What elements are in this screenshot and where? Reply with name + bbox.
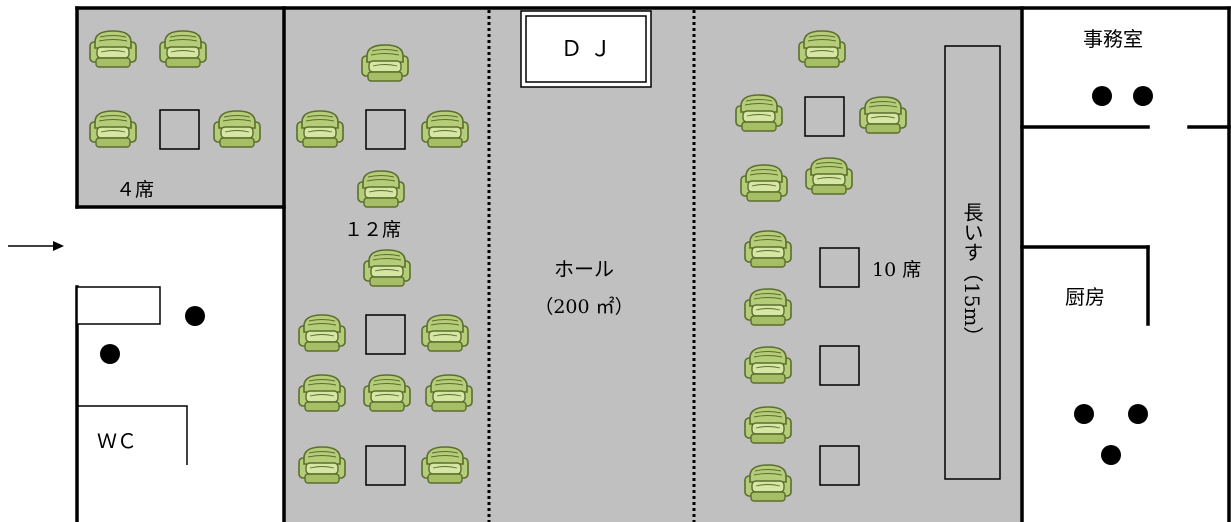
dot-icon (1101, 445, 1121, 465)
bench-label: 長いす（15m） (960, 202, 984, 346)
long-bench (944, 45, 1001, 480)
table-icon (819, 345, 860, 386)
sofa-icon (744, 406, 792, 444)
table-icon (365, 445, 406, 486)
dot-icon (1092, 86, 1112, 106)
wc-partition (77, 405, 188, 465)
sofa-icon (357, 170, 405, 208)
table-icon (819, 445, 860, 486)
sofa-icon (859, 96, 907, 134)
right-seat-count: 10 席 (872, 259, 921, 281)
sofa-icon (298, 314, 346, 352)
sofa-icon (425, 374, 473, 412)
hall-floor (489, 8, 694, 522)
hall-area: （200 ㎡） (534, 295, 633, 318)
sofa-icon (89, 110, 137, 148)
sofa-icon (744, 230, 792, 268)
dot-icon (1128, 404, 1148, 424)
sofa-icon (213, 110, 261, 148)
kitchen-label: 厨房 (1065, 285, 1105, 309)
table-icon (365, 109, 406, 150)
office-label: 事務室 (1083, 27, 1143, 51)
sofa-icon (740, 164, 788, 202)
wc-label: ＷＣ (97, 429, 137, 453)
sofa-icon (296, 110, 344, 148)
sofa-icon (744, 464, 792, 502)
counter (76, 286, 161, 325)
hall-name: ホール (554, 257, 614, 281)
sofa-icon (421, 110, 469, 148)
sofa-icon (421, 314, 469, 352)
sofa-icon (361, 44, 409, 82)
tables (159, 96, 860, 486)
sofa-icon (89, 30, 137, 68)
table-icon (365, 314, 406, 355)
dot-icon (1133, 86, 1153, 106)
middle-seat-count: １２席 (344, 219, 401, 241)
sofa-icon (798, 30, 846, 68)
sofa-icon (159, 30, 207, 68)
table-icon (159, 109, 200, 150)
sofa-icon (298, 374, 346, 412)
dot-icon (100, 344, 120, 364)
dot-icon (185, 306, 205, 326)
sofa-icon (363, 249, 411, 287)
sofa-icon (298, 446, 346, 484)
left-seat-count: ４席 (116, 179, 154, 201)
fixtures (100, 86, 1153, 465)
dj-booth-inner (525, 15, 647, 83)
table-icon (819, 247, 860, 288)
entrance-arrow-icon (8, 241, 64, 251)
sofa-icon (805, 157, 853, 195)
dot-icon (1074, 404, 1094, 424)
walls (75, 6, 1231, 522)
sofa-icon (744, 288, 792, 326)
sofa-icon (363, 374, 411, 412)
dj-label: Ｄ Ｊ (561, 37, 612, 62)
sofa-icon (735, 94, 783, 132)
sofa-icon (421, 446, 469, 484)
table-icon (804, 96, 845, 137)
sofa-icon (744, 346, 792, 384)
